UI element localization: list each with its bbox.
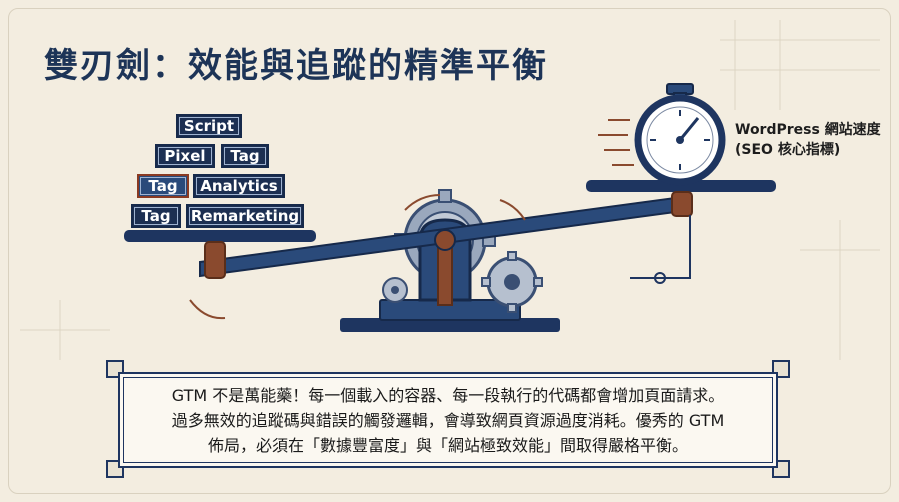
speed-label-line2: (SEO 核心指標) [735, 142, 841, 158]
tag-block-tag: Tag [137, 174, 189, 198]
speed-label-line1: WordPress 網站速度 [735, 122, 881, 138]
tag-block-script: Script [176, 114, 242, 138]
tag-block-remarketing: Remarketing [186, 204, 304, 228]
page-title: 雙刃劍：效能與追蹤的精準平衡 [44, 46, 548, 86]
stopwatch-icon [634, 83, 726, 186]
tag-block-analytics: Analytics [193, 174, 285, 198]
description-line2: 過多無效的追蹤碼與錯誤的觸發邏輯，會導致網頁資源過度消耗。優秀的 GTM [171, 410, 725, 430]
scale-base [340, 318, 560, 332]
description-box: GTM 不是萬能藥！每一個載入的容器、每一段執行的代碼都會增加頁面請求。 過多無… [118, 372, 778, 468]
small-gear-icon [382, 277, 408, 303]
description-line1: GTM 不是萬能藥！每一個載入的容器、每一段執行的代碼都會增加頁面請求。 [171, 385, 725, 405]
tag-block-pixel: Pixel [155, 144, 215, 168]
right-pan [586, 180, 776, 192]
left-pan [124, 230, 316, 242]
speed-lines-icon [598, 119, 634, 166]
page-frame [8, 8, 891, 494]
description-line3: 佈局，必須在「數據豐富度」與「網站極致效能」間取得嚴格平衡。 [207, 435, 688, 455]
tag-block-tag: Tag [131, 204, 181, 228]
right-gear-icon [481, 251, 543, 313]
speed-label: WordPress 網站速度 (SEO 核心指標) [735, 120, 881, 160]
tag-block-tag: Tag [221, 144, 269, 168]
